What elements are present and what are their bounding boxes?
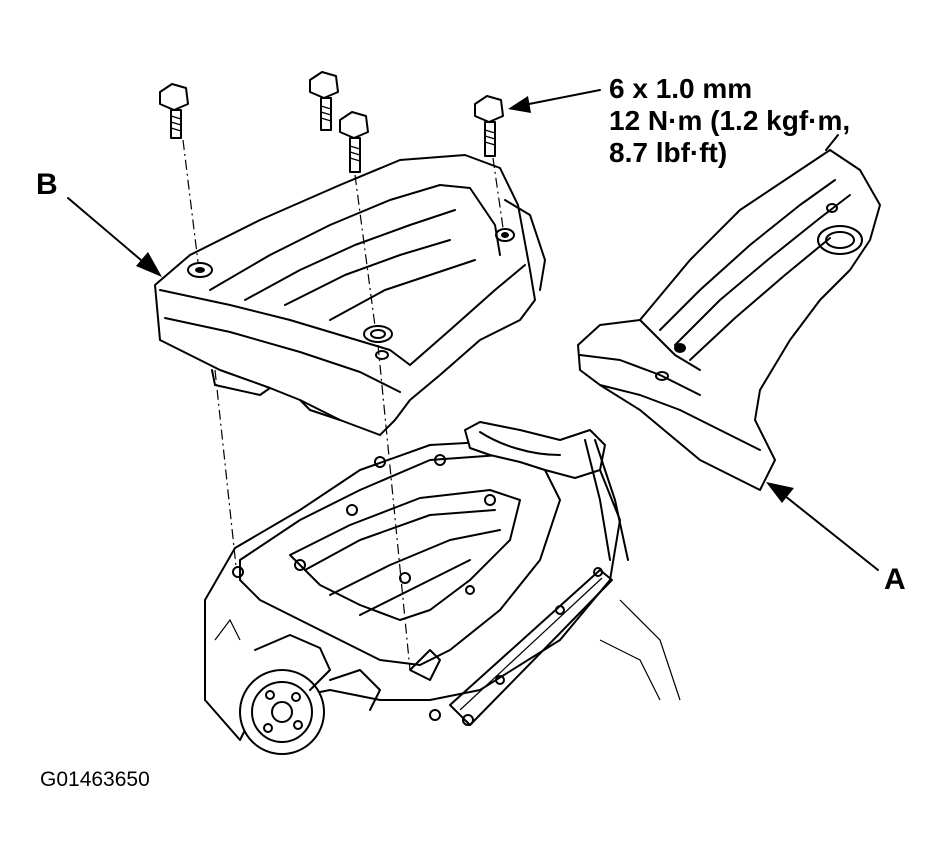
figure-id: G01463650 — [40, 768, 150, 791]
arrow-spec — [508, 89, 601, 113]
bolt-spec-torque-nm: 12 N·m (1.2 kgf·m, — [609, 105, 851, 136]
cover-b — [154, 154, 546, 436]
alignment-lines — [182, 139, 504, 671]
bolt-2 — [309, 71, 339, 131]
bolt-1 — [159, 83, 189, 139]
cover-a — [577, 134, 881, 491]
arrow-b — [67, 197, 162, 277]
arrow-a — [766, 482, 879, 571]
bolt-spec: 6 x 1.0 mm 12 N·m (1.2 kgf·m, 8.7 lbf·ft… — [609, 73, 850, 169]
bolt-spec-torque-lbf: 8.7 lbf·ft) — [609, 137, 728, 168]
bolt-3 — [339, 111, 369, 173]
bolt-spec-size: 6 x 1.0 mm — [609, 73, 753, 104]
engine-assembly — [204, 421, 681, 755]
bolt-4 — [474, 95, 504, 157]
label-a: A — [884, 563, 906, 596]
label-b: B — [36, 168, 58, 201]
